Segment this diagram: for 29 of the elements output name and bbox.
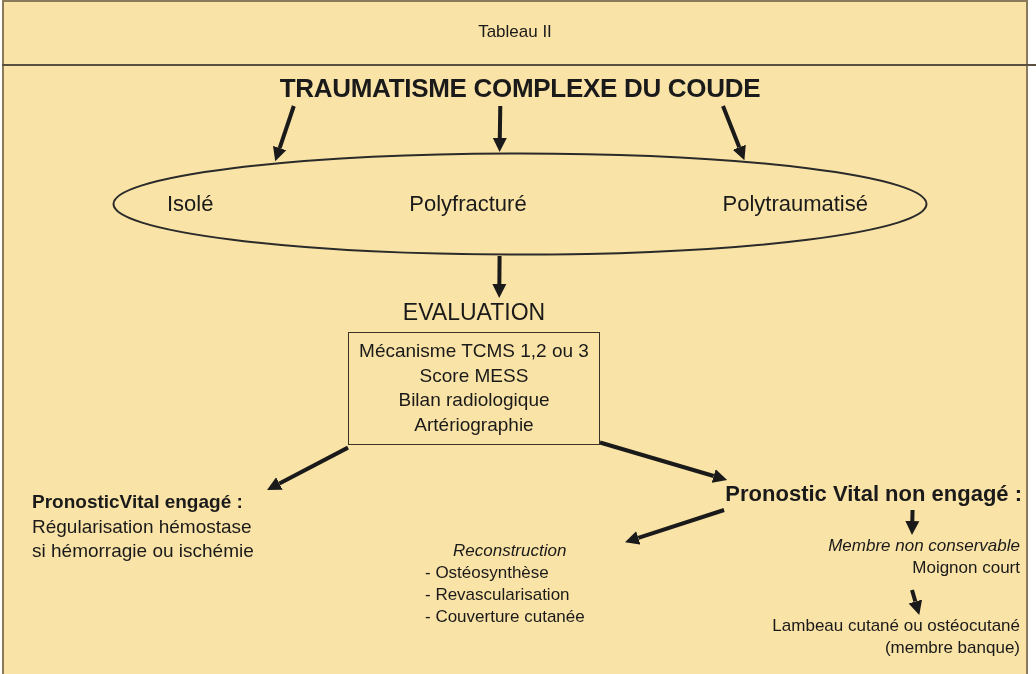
body-text: - Couverture cutanée [425, 606, 585, 629]
heading-text: Membre non conservable [828, 535, 1020, 557]
body-text: Régularisation hémostase si hémorragie ou ischémie [32, 514, 255, 564]
arrow [273, 105, 296, 162]
arrow [267, 445, 349, 490]
arrow [625, 508, 725, 545]
category-text: Polytraumatisé [722, 189, 868, 218]
box-heading: EVALUATION [402, 298, 546, 327]
body-text: - Ostéosynthèse [425, 562, 549, 585]
arrow [599, 440, 728, 483]
arrow [721, 105, 746, 161]
body-text: - Revascularisation [425, 584, 570, 607]
arrow [905, 509, 920, 535]
heading-text: TRAUMATISME COMPLEXE DU COUDE [279, 72, 761, 105]
box-text: Mécanisme TCMS 1,2 ou 3 [359, 338, 589, 363]
box-text: Artériographie [414, 412, 534, 437]
heading-text: Pronostic Vital non engagé : [725, 480, 1022, 508]
category-text: Polyfracturé [409, 189, 527, 218]
table-title: Tableau II [478, 22, 552, 42]
heading-text: Reconstruction [453, 540, 567, 562]
heading-text: PronosticVital engagé : [32, 490, 243, 514]
body-text: Moignon court [912, 557, 1020, 580]
box-text: Score MESS [419, 363, 529, 388]
arrow [492, 105, 507, 152]
box-text: Bilan radiologique [398, 388, 550, 413]
arrow [492, 255, 507, 298]
arrow [908, 589, 923, 615]
body-text: Lambeau cutané ou ostéocutané (membre banque) [771, 615, 1020, 660]
category-text: Isolé [167, 189, 214, 218]
